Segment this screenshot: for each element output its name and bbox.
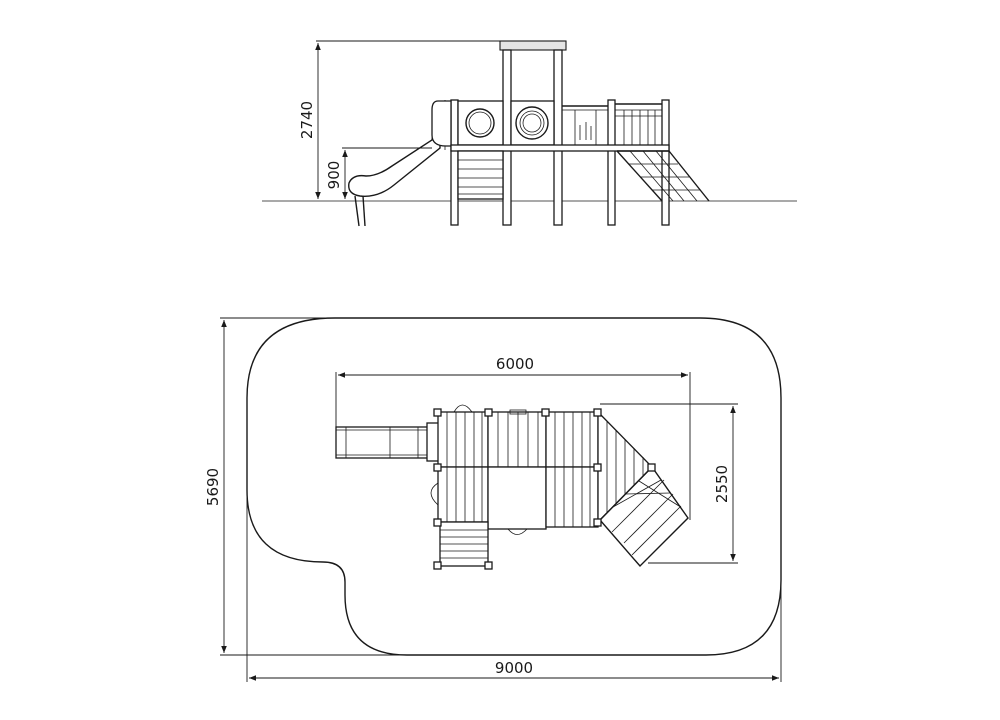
- panel-bumps: [430, 404, 528, 535]
- climbing-net-plan: [599, 465, 689, 568]
- angled-deck: [597, 410, 653, 524]
- deck-right-top: [545, 411, 599, 468]
- roof-plan: [487, 466, 547, 530]
- dim-label-2550: 2550: [713, 465, 731, 503]
- slide: [348, 100, 446, 227]
- deck-left-top: [437, 411, 489, 468]
- climbing-net: [616, 150, 710, 202]
- dimension-total-height: 2740: [298, 40, 500, 199]
- deck-left-bottom: [437, 466, 489, 523]
- dimension-zone-length: 9000: [246, 490, 782, 682]
- safety-zone-outline: [246, 317, 782, 656]
- dim-label-5690: 5690: [204, 468, 222, 506]
- dimension-zone-depth: 5690: [204, 317, 407, 656]
- center-railing: [562, 105, 608, 145]
- dim-label-900: 900: [325, 161, 343, 190]
- slide-plan: [335, 426, 436, 459]
- deck-right-bottom: [545, 466, 599, 528]
- plan-view: 6000 2550 5690 9000: [204, 317, 782, 682]
- dimension-structure-length: 6000: [335, 355, 691, 520]
- dimension-platform-height: 900: [325, 147, 432, 199]
- roof-panel: [499, 40, 567, 51]
- right-railing: [615, 103, 662, 145]
- deck-center-top: [487, 411, 547, 468]
- entry-steps: [457, 150, 504, 200]
- dim-label-2740: 2740: [298, 101, 316, 139]
- dim-label-6000: 6000: [496, 355, 534, 373]
- dimension-structure-depth: 2550: [600, 403, 738, 564]
- porthole-panel-right: [510, 100, 555, 146]
- entry-steps-plan: [439, 521, 489, 567]
- porthole-panel-left: [457, 100, 504, 146]
- side-elevation-view: 2740 900: [262, 40, 797, 227]
- dim-label-9000: 9000: [495, 659, 533, 677]
- slide-hood: [431, 100, 452, 147]
- post-markers: [433, 408, 656, 570]
- platform-deck: [450, 144, 670, 152]
